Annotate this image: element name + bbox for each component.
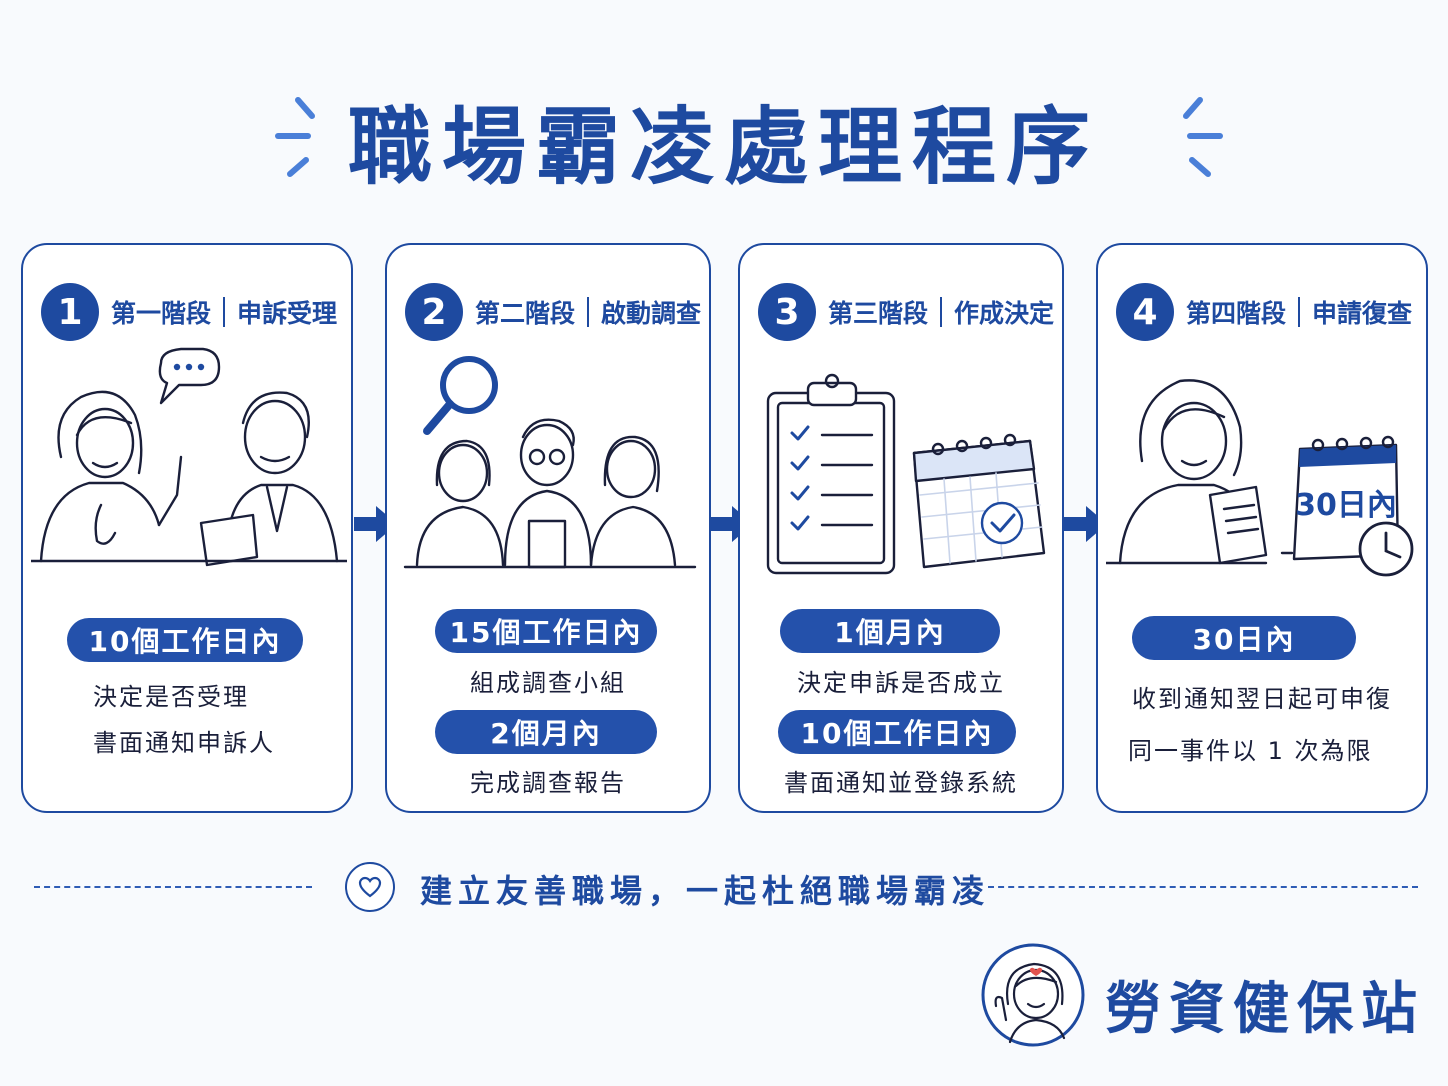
deadline-pill: 15個工作日內 <box>435 609 657 653</box>
heart-icon <box>345 862 395 912</box>
step-name-label: 申請復查 <box>1312 299 1413 328</box>
deadline-pill: 30日內 <box>1132 616 1356 660</box>
step-number-badge: 1 <box>41 283 99 341</box>
step-number-badge: 2 <box>405 283 463 341</box>
step-divider <box>223 297 226 327</box>
brand-name: 勞資健保站 <box>1105 977 1425 1042</box>
investigation-team-illustration <box>403 356 697 569</box>
spark-right-icon <box>1183 97 1223 177</box>
step-header: 4 第四階段 申請復查 <box>1116 283 1412 341</box>
step-detail-text: 完成調查報告 <box>470 769 626 797</box>
divider-right <box>988 886 1418 888</box>
divider-left <box>34 886 312 888</box>
deadline-pill: 10個工作日內 <box>778 710 1016 754</box>
step-stage-label: 第一階段 <box>111 299 212 328</box>
step-card-1: 1 第一階段 申訴受理 <box>21 243 353 813</box>
step-detail-text: 書面通知並登錄系統 <box>784 769 1018 797</box>
step-stage-label: 第三階段 <box>828 299 929 328</box>
clipboard-checklist-icon <box>766 373 896 575</box>
brand-avatar <box>981 943 1085 1047</box>
deadline-pill: 10個工作日內 <box>67 618 303 662</box>
magnifier-icon <box>423 356 498 435</box>
step-detail-text: 書面通知申訴人 <box>93 729 275 757</box>
step-name-label: 作成決定 <box>954 299 1055 328</box>
step-divider <box>1298 297 1301 327</box>
step-header: 3 第三階段 作成決定 <box>758 283 1054 341</box>
step-divider <box>940 297 943 327</box>
spark-left-icon <box>275 97 315 177</box>
step-detail-text: 同一事件以 1 次為限 <box>1128 737 1373 765</box>
page-title: 職場霸凌處理程序 <box>347 98 1100 196</box>
clock-icon <box>1358 521 1414 577</box>
step-card-4: 4 第四階段 申請復查 30日內 30 <box>1096 243 1428 813</box>
step-detail-text: 決定是否受理 <box>93 683 249 711</box>
speech-bubble-icon <box>158 347 221 405</box>
step-stage-label: 第二階段 <box>475 299 576 328</box>
step-detail-text: 收到通知翌日起可申復 <box>1132 685 1392 713</box>
calendar-check-icon <box>912 433 1046 569</box>
decision-illustration <box>766 373 1046 575</box>
step-header: 2 第二階段 啟動調查 <box>405 283 701 341</box>
complaint-meeting-illustration <box>31 347 347 567</box>
step-name-label: 申訴受理 <box>237 299 338 328</box>
step-stage-label: 第四階段 <box>1186 299 1287 328</box>
step-detail-text: 組成調查小組 <box>470 669 626 697</box>
step-detail-text: 決定申訴是否成立 <box>797 669 1005 697</box>
step-card-3: 3 第三階段 作成決定 <box>738 243 1064 813</box>
step-header: 1 第一階段 申訴受理 <box>41 283 337 341</box>
deadline-pill: 1個月內 <box>780 609 1000 653</box>
deadline-pill: 2個月內 <box>435 710 657 754</box>
step-card-2: 2 第二階段 啟動調查 15個工作日內 組成調查小組 <box>385 243 711 813</box>
step-number-badge: 4 <box>1116 283 1174 341</box>
calendar-label: 30日內 <box>1295 488 1397 523</box>
step-name-label: 啟動調查 <box>601 299 702 328</box>
step-number-badge: 3 <box>758 283 816 341</box>
step-divider <box>587 297 590 327</box>
appeal-illustration: 30日內 <box>1106 379 1414 577</box>
footer-slogan: 建立友善職場，一起杜絕職場霸凌 <box>420 872 991 910</box>
